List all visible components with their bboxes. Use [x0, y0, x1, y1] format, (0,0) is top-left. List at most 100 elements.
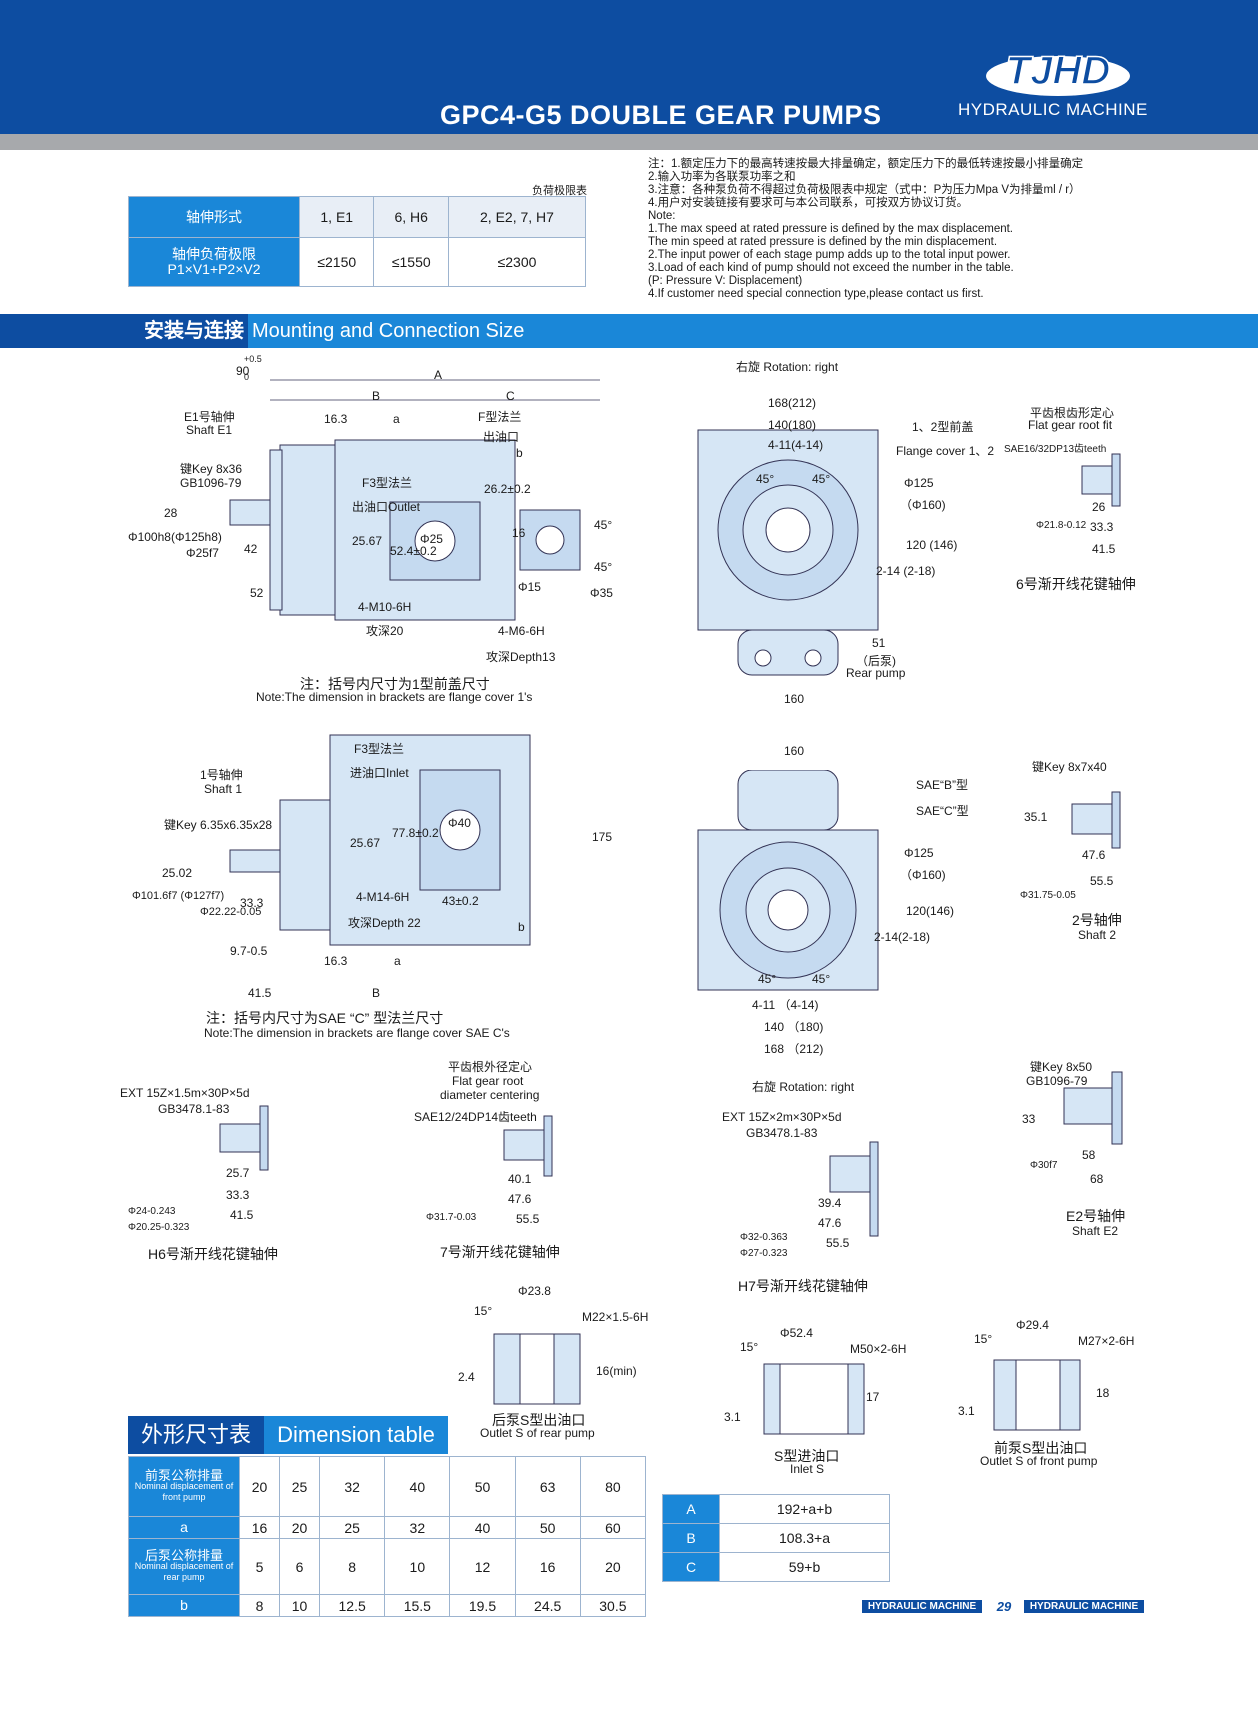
dim-label: 26 — [1092, 500, 1106, 514]
rear-label-en: Nominal displacement of rear pump — [134, 1561, 234, 1582]
dim-label: 47.6 — [1082, 848, 1106, 862]
b-value: 24.5 — [514, 1594, 581, 1617]
front-value: 32 — [319, 1456, 386, 1517]
dimension-table: 前泵公称排量 Nominal displacement of front pum… — [128, 1456, 647, 1617]
dim-label: 攻深Depth 22 — [348, 916, 421, 930]
front-label-en: Nominal displacement of front pump — [134, 1481, 234, 1502]
note-line: 3.Load of each kind of pump should not e… — [648, 262, 1014, 274]
dim-label: 168(212) — [768, 396, 817, 410]
b-value: 8 — [238, 1594, 281, 1617]
front-value: 80 — [579, 1456, 647, 1517]
dim-label: 键Key 8x50 — [1030, 1060, 1093, 1074]
dim-label: 键Key 8x7x40 — [1032, 760, 1107, 774]
drawing-note-en: Note:The dimension in brackets are flang… — [204, 1026, 510, 1040]
dim-label: Flat gear root — [452, 1074, 524, 1088]
a-value: 32 — [384, 1516, 451, 1539]
dim-label: 45° — [758, 972, 777, 986]
page-number: 29 — [996, 1599, 1012, 1614]
abc-label: C — [662, 1552, 720, 1582]
note-line: 4.用户对安装链接有要求可与本公司联系，可按双方协议订货。 — [648, 197, 969, 209]
dim-label: 175 — [592, 830, 613, 844]
drawing-note-cn: 注：括号内尺寸为1型前盖尺寸 — [300, 676, 490, 692]
dim-label: b — [518, 920, 525, 934]
header-gray-band — [0, 134, 1258, 150]
dim-label: 15° — [740, 1340, 759, 1354]
dim-label: 16.3 — [324, 954, 348, 968]
dim-label: b — [516, 446, 523, 460]
load-col: 6, H6 — [373, 196, 449, 238]
dim-label: （Φ160) — [900, 498, 946, 512]
dim-label: Φ125 — [904, 846, 934, 860]
dim-label: B — [372, 389, 381, 403]
dim-label: Φ25f7 — [186, 546, 219, 560]
dim-label: 25.67 — [350, 836, 381, 850]
dimension-table-title-en: Dimension table — [264, 1416, 448, 1454]
abc-label: B — [662, 1523, 720, 1553]
dim-label: Φ100h8(Φ125h8) — [128, 530, 222, 544]
front-displacement-header: 前泵公称排量 Nominal displacement of front pum… — [128, 1456, 240, 1517]
drawing-note-en: Note:The dimension in brackets are flang… — [256, 690, 533, 704]
dim-label: Flat gear root fit — [1028, 418, 1113, 432]
a-value: 50 — [514, 1516, 581, 1539]
dim-label: 右旋 Rotation: right — [736, 360, 839, 374]
shaft-h6-drawing — [219, 1105, 269, 1171]
dim-label: Φ22.22-0.05 — [200, 906, 262, 918]
shaft-2-drawing — [1071, 791, 1121, 849]
footer-brand-left: HYDRAULIC MACHINE — [862, 1600, 982, 1613]
dim-label: F型法兰 — [478, 410, 522, 424]
dim-label: +0.5 — [244, 354, 262, 364]
dim-label: Φ40 — [448, 816, 471, 830]
dim-label: 16.3 — [324, 412, 348, 426]
dim-label: SAE“B”型 — [916, 778, 969, 792]
dim-label: 120(146) — [906, 904, 955, 918]
dim-label: 120 (146) — [906, 538, 958, 552]
dim-label: GB3478.1-83 — [158, 1102, 230, 1116]
dim-label: diameter centering — [440, 1088, 540, 1102]
rear-value: 16 — [514, 1538, 581, 1595]
dim-label: Φ27-0.323 — [740, 1248, 788, 1259]
load-row-label-cn: 轴伸负荷极限 — [172, 246, 256, 262]
dim-label: a — [394, 954, 401, 968]
dim-label: C — [506, 389, 515, 403]
dim-label: 68 — [1090, 1172, 1104, 1186]
a-value: 60 — [579, 1516, 647, 1539]
dim-label: 28 — [164, 506, 178, 520]
footer-brand-right: HYDRAULIC MACHINE — [1024, 1600, 1144, 1613]
section-title-en: Mounting and Connection Size — [252, 320, 525, 342]
dim-label: GB1096-79 — [180, 476, 242, 490]
dim-label: 40.1 — [508, 1172, 532, 1186]
port-caption-cn: 后泵S型出油口 — [492, 1412, 586, 1428]
b-value: 30.5 — [579, 1594, 647, 1617]
rear-value: 6 — [279, 1538, 321, 1595]
front-value: 20 — [238, 1456, 281, 1517]
dim-label: 168 （212) — [764, 1042, 824, 1056]
pump-side-view-e1 — [229, 379, 600, 621]
shaft-6-drawing — [1081, 453, 1121, 507]
dim-label: 进油口Inlet — [350, 766, 409, 780]
a-value: 20 — [279, 1516, 321, 1539]
dim-label: 25.7 — [226, 1166, 250, 1180]
b-header: b — [128, 1594, 240, 1617]
dim-label: 16 — [512, 526, 526, 540]
dim-label: SAE“C”型 — [916, 804, 969, 818]
dim-label: EXT 15Z×1.5m×30P×5d — [120, 1086, 250, 1100]
dim-label: Shaft E1 — [186, 423, 233, 437]
dim-label: M22×1.5-6H — [582, 1310, 649, 1324]
dim-label: 41.5 — [248, 986, 272, 1000]
shaft-caption: 6号渐开线花键轴伸 — [1016, 576, 1136, 592]
dim-label: 77.8±0.2 — [392, 826, 439, 840]
dim-label: 45° — [812, 972, 831, 986]
dim-label: 2-14 (2-18) — [876, 564, 936, 578]
dim-label: 45° — [756, 472, 775, 486]
dim-label: Φ125 — [904, 476, 934, 490]
shaft-h7-drawing — [829, 1141, 879, 1237]
dim-label: 140(180) — [768, 418, 817, 432]
dim-label: 15° — [474, 1304, 493, 1318]
load-table-caption: 负荷极限表 — [532, 185, 587, 197]
shaft-7-drawing — [503, 1115, 553, 1177]
dim-label: 39.4 — [818, 1196, 842, 1210]
brand-name: HYDRAULIC MACHINE — [958, 100, 1148, 119]
rear-label-cn: 后泵公称排量 — [144, 1548, 223, 1563]
load-value: ≤2150 — [298, 237, 375, 287]
dim-label: 16(min) — [596, 1364, 637, 1378]
